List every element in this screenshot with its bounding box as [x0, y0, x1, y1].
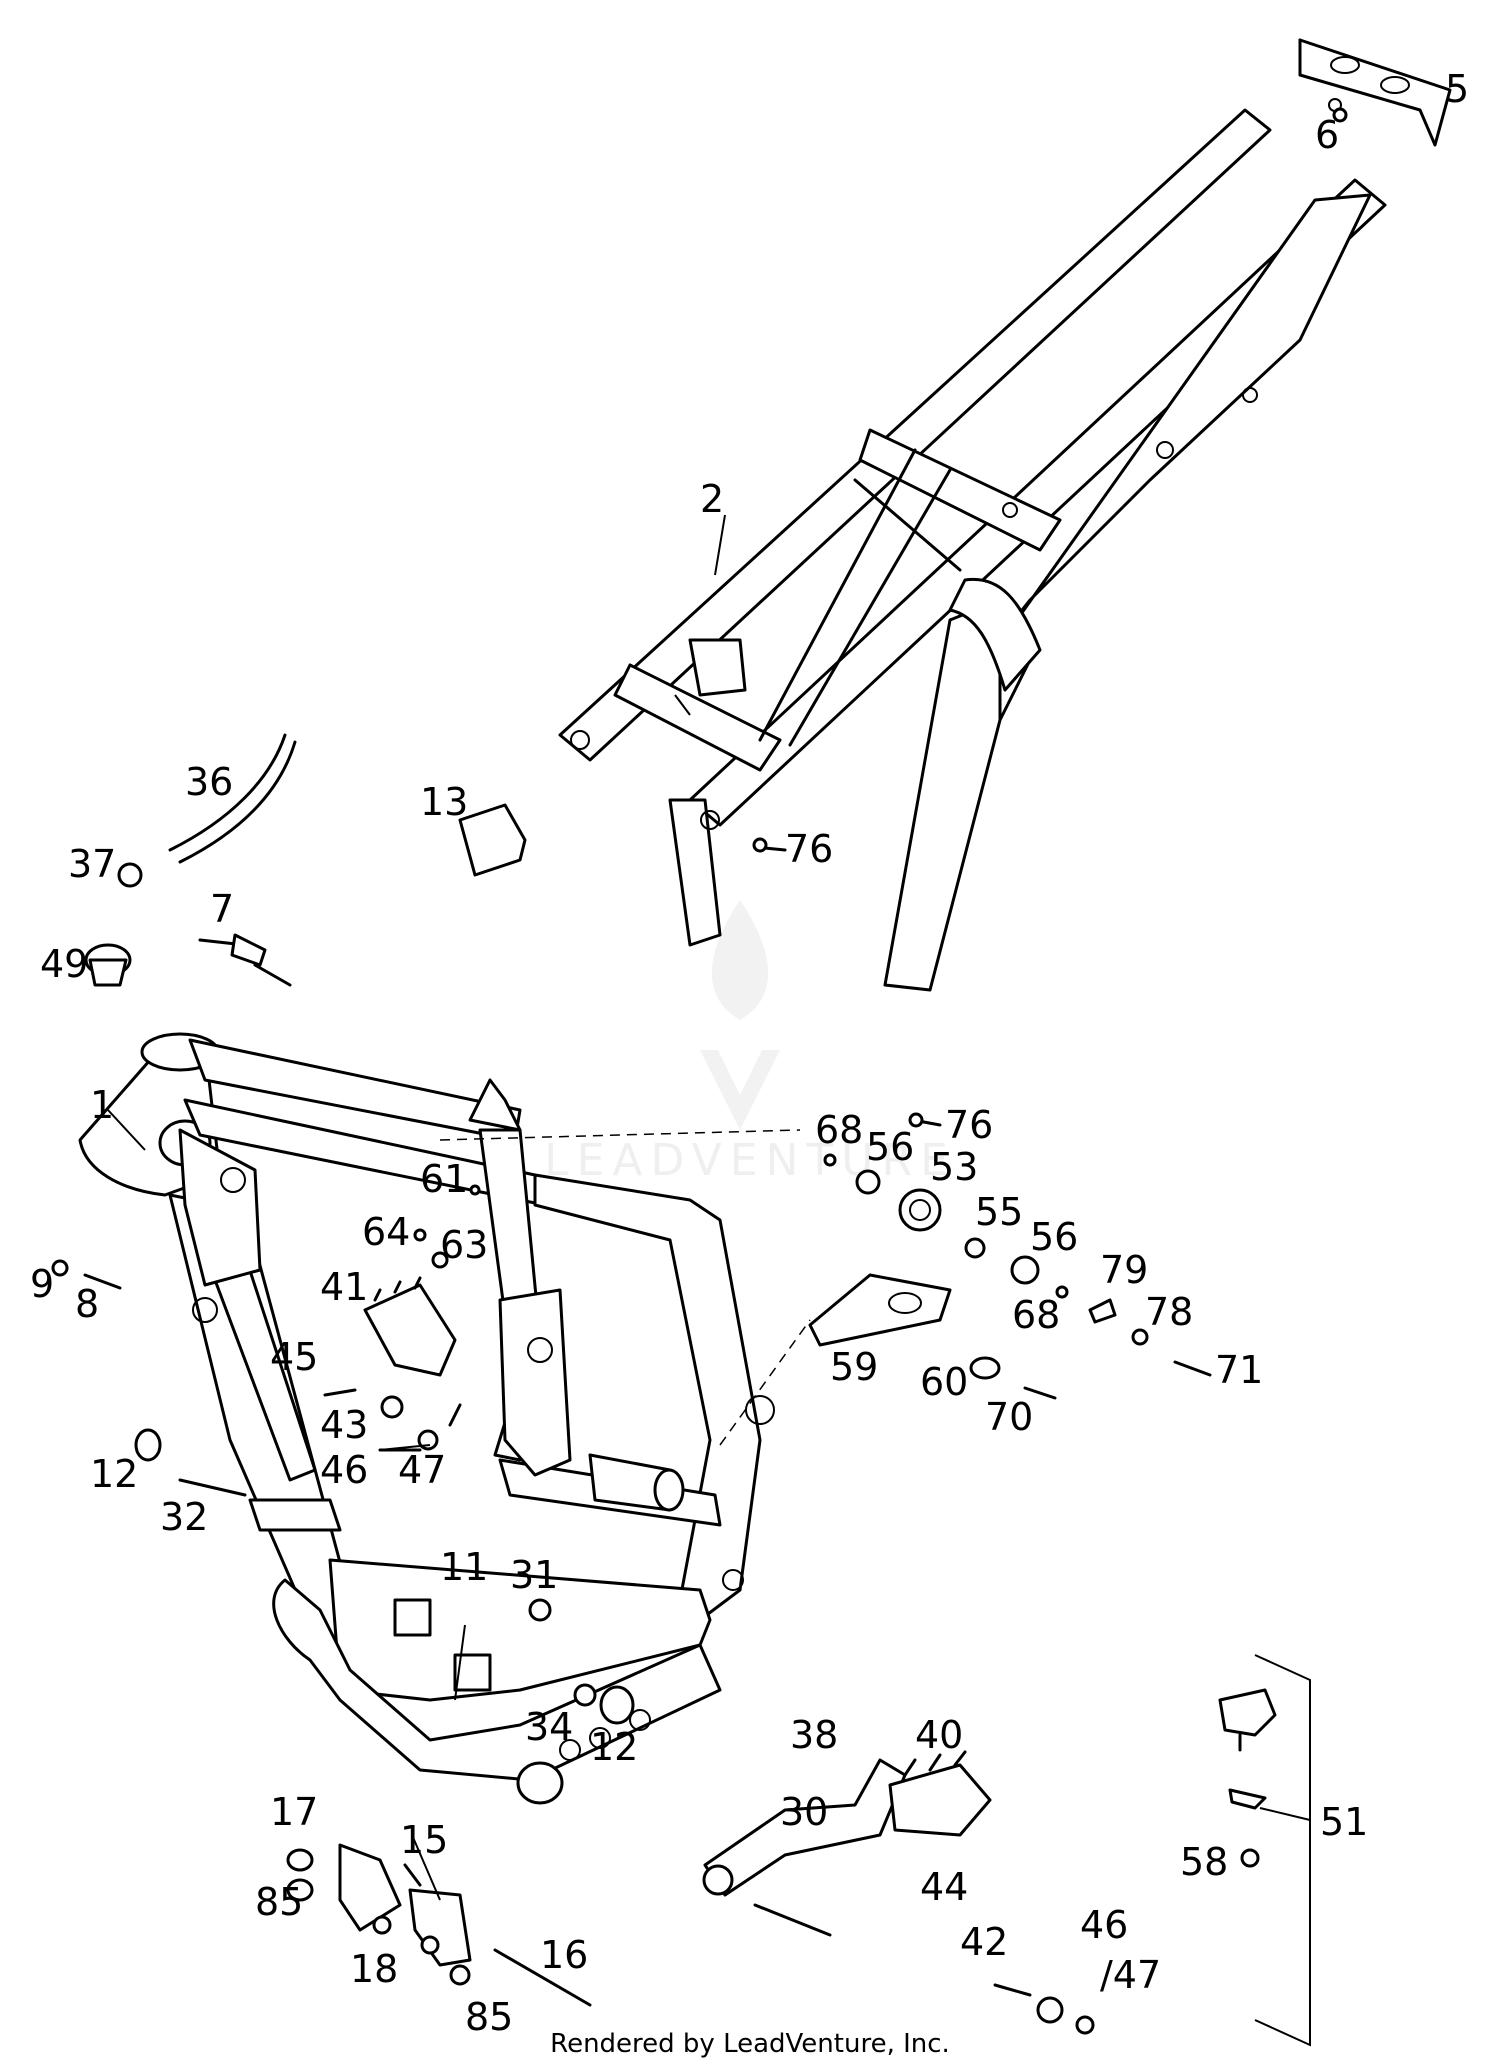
- label-13: 13: [420, 780, 468, 824]
- label-16: 16: [540, 1933, 588, 1977]
- label-41: 41: [320, 1265, 368, 1309]
- label-85-bottom: 85: [465, 1995, 513, 2039]
- label-32: 32: [160, 1495, 208, 1539]
- label-31: 31: [510, 1553, 558, 1597]
- label-49: 49: [40, 942, 88, 986]
- label-36: 36: [185, 760, 233, 804]
- label-6: 6: [1315, 113, 1339, 157]
- label-37: 37: [68, 842, 116, 886]
- label-61: 61: [420, 1157, 468, 1201]
- label-71: 71: [1215, 1348, 1263, 1392]
- label-51: 51: [1320, 1800, 1368, 1844]
- label-40: 40: [915, 1713, 963, 1757]
- footer-credit: Rendered by LeadVenture, Inc.: [550, 2029, 950, 2059]
- label-76-top: 76: [785, 827, 833, 871]
- stand-bracket-parts: [286, 1843, 592, 2007]
- label-59: 59: [830, 1345, 878, 1389]
- label-42: 42: [960, 1920, 1008, 1964]
- label-55: 55: [975, 1190, 1023, 1234]
- label-5: 5: [1445, 67, 1469, 111]
- label-70: 70: [985, 1395, 1033, 1439]
- small-parts: [51, 107, 1348, 1725]
- label-8: 8: [75, 1282, 99, 1326]
- label-46-right: 46: [1080, 1903, 1128, 1947]
- label-85-top: 85: [255, 1880, 303, 1924]
- label-56-top: 56: [866, 1125, 914, 1169]
- label-44: 44: [920, 1865, 968, 1909]
- label-45: 45: [270, 1335, 318, 1379]
- label-63: 63: [440, 1223, 488, 1267]
- label-68-top: 68: [815, 1108, 863, 1152]
- callout-labels: 1 2 5 6 7 8 9 11 12 12 13 15 16 17 18 30…: [30, 67, 1469, 2039]
- watermark-text: LEADVENTURE: [544, 1135, 956, 1186]
- part-51-footrest: [1218, 1654, 1311, 2047]
- label-15: 15: [400, 1818, 448, 1862]
- label-76-bottom: 76: [945, 1103, 993, 1147]
- shock-mount-parts: [439, 1129, 1212, 1446]
- label-43: 43: [320, 1403, 368, 1447]
- label-12-top: 12: [90, 1452, 138, 1496]
- label-18: 18: [350, 1947, 398, 1991]
- label-53: 53: [930, 1145, 978, 1189]
- label-47-right: /47: [1100, 1953, 1161, 1997]
- label-56-right: 56: [1030, 1215, 1078, 1259]
- footpeg-left: [323, 1184, 481, 1452]
- label-78: 78: [1145, 1290, 1193, 1334]
- label-38: 38: [790, 1713, 838, 1757]
- label-30: 30: [780, 1790, 828, 1834]
- label-7: 7: [210, 887, 234, 931]
- label-47-left: 47: [398, 1448, 446, 1492]
- label-58: 58: [1180, 1840, 1228, 1884]
- part-5-bracket: [1298, 38, 1452, 147]
- label-9: 9: [30, 1262, 54, 1306]
- label-79: 79: [1100, 1248, 1148, 1292]
- label-12-bottom: 12: [590, 1725, 638, 1769]
- leader-lines: [107, 514, 1311, 1901]
- label-34: 34: [525, 1705, 573, 1749]
- label-64: 64: [362, 1210, 410, 1254]
- label-17: 17: [270, 1790, 318, 1834]
- label-2: 2: [700, 477, 724, 521]
- part-2-subframe: [558, 108, 1387, 992]
- label-46-left: 46: [320, 1448, 368, 1492]
- part-1-main-frame: [78, 1032, 775, 1805]
- watermark: LEADVENTURE: [544, 900, 956, 1186]
- label-68-right: 68: [1012, 1293, 1060, 1337]
- label-60: 60: [920, 1360, 968, 1404]
- label-11: 11: [440, 1545, 488, 1589]
- label-1: 1: [90, 1083, 114, 1127]
- brake-pedal-assembly: [702, 1750, 1095, 2035]
